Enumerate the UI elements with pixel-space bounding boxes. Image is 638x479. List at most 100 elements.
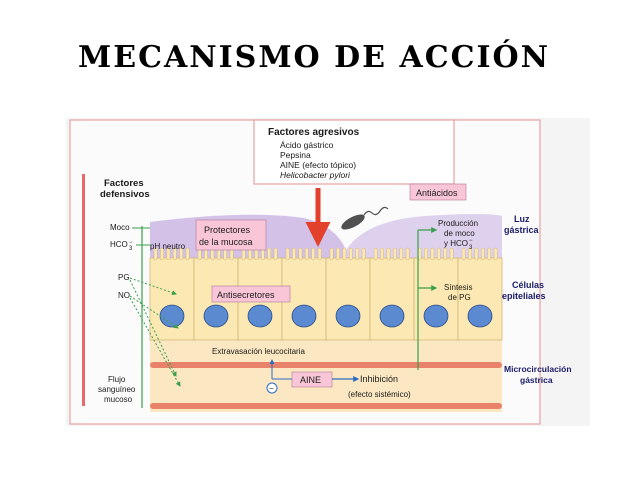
cell-nucleus — [467, 304, 493, 328]
blood-vessel — [150, 403, 502, 409]
microvillus — [443, 247, 448, 261]
cell-nucleus — [291, 304, 317, 328]
protectors-label: de la mucosa — [199, 237, 253, 247]
slide-title: MECANISMO DE ACCIÓN — [78, 40, 551, 75]
microvillus — [355, 247, 360, 261]
aggressive-title: Factores agresivos — [268, 127, 360, 138]
aine-label: AINE — [300, 375, 321, 385]
microvillus — [329, 247, 334, 261]
aggressive-item: AINE (efecto tópico) — [280, 160, 356, 170]
systemic-label: (efecto sistémico) — [348, 390, 411, 399]
microvillus — [430, 247, 435, 261]
cells-label: Células — [512, 280, 544, 290]
minus-circle-icon — [266, 382, 278, 394]
microvillus — [474, 247, 479, 261]
microvillus — [392, 247, 397, 261]
microvillus — [311, 247, 316, 261]
microvillus — [468, 247, 472, 261]
helicobacter-icon — [341, 206, 389, 230]
hco3-sup: − — [129, 240, 133, 246]
antacids-box — [409, 183, 467, 201]
aggressive-item: Ácido gástrico — [280, 140, 334, 150]
blood-vessel — [150, 362, 502, 368]
microvillus — [292, 247, 296, 261]
lumen-label: gástrica — [504, 225, 540, 235]
cell-nucleus — [203, 304, 229, 328]
aggressive-factors-box — [253, 119, 455, 185]
mucus-production-label: de moco — [444, 229, 475, 238]
no-label: NO — [118, 291, 130, 300]
microvillus — [361, 247, 366, 261]
pg-dashed-arrow — [129, 277, 177, 296]
pg-synthesis-label: de PG — [448, 293, 471, 302]
pg-synthesis-label: Síntesis — [444, 283, 472, 292]
cell-nucleus — [379, 304, 405, 328]
microvillus — [342, 247, 347, 261]
protectors-label: Protectores — [204, 225, 251, 235]
microvillus — [185, 247, 190, 261]
microvillus — [317, 247, 322, 261]
leukocyte-label: Extravasación leucocitaria — [212, 347, 305, 356]
microvillus — [348, 247, 353, 261]
ph-neutral-label: pH neutro — [150, 242, 186, 251]
mucus-layer — [346, 214, 502, 258]
microvillus — [480, 247, 485, 261]
antisecretory-box — [211, 285, 291, 303]
microvillus — [424, 247, 428, 261]
no-dashed-arrow — [129, 295, 179, 329]
blood-flow-label: sanguíneo — [98, 385, 136, 394]
cell-nucleus — [335, 304, 361, 328]
epithelial-cell — [325, 257, 371, 341]
microvillus — [405, 247, 410, 261]
microcirculation-label: Microcirculación — [504, 364, 572, 374]
microvillus — [179, 247, 184, 261]
cell-nucleus — [159, 304, 185, 328]
microvillus — [436, 247, 441, 261]
microvillus — [153, 247, 158, 261]
epithelial-cell — [149, 257, 195, 341]
cell-nucleus — [423, 304, 449, 328]
mucus-production-label: Producción — [438, 219, 478, 228]
microvillus — [493, 247, 498, 261]
aggressive-item: Helicobacter pylori — [280, 170, 351, 180]
antacids-label: Antiácidos — [416, 188, 458, 198]
mucus-production-sup: − — [469, 238, 473, 244]
cells-label: epiteliales — [502, 291, 546, 301]
microvillus — [487, 247, 492, 261]
microvillus — [386, 247, 391, 261]
lumen-label: Luz — [514, 214, 530, 224]
epithelial-cell — [369, 257, 415, 341]
microvillus — [449, 247, 454, 261]
microvillus — [373, 247, 378, 261]
microvillus — [160, 247, 164, 261]
hco3-label: HCO — [110, 240, 128, 249]
microvillus — [336, 247, 340, 261]
defensive-title: defensivos — [100, 189, 150, 200]
hco3-sub: 3 — [129, 246, 133, 252]
aggressive-item: Pepsina — [280, 150, 311, 160]
blood-flow-label: mucoso — [104, 395, 133, 404]
microvillus — [298, 247, 303, 261]
microvillus — [267, 247, 272, 261]
blood-flow-label: Flujo — [108, 375, 126, 384]
defensive-title: Factores — [104, 178, 144, 189]
pg-dashed-arrow — [129, 279, 177, 377]
mechanism-diagram: Factores agresivos Ácido gástrico Pepsin… — [66, 118, 590, 426]
mucus-production-label: y HCO — [444, 239, 468, 248]
microvillus — [172, 247, 177, 261]
inhibition-label: Inhibición — [360, 374, 398, 384]
mucus-production-sub: 3 — [469, 245, 473, 251]
protectors-box — [195, 219, 267, 251]
minus-sign: − — [269, 384, 274, 393]
defensive-factor-bar — [82, 174, 85, 406]
microcirculation-label: gástrica — [520, 375, 553, 385]
cell-nucleus — [247, 304, 273, 328]
microvillus — [273, 247, 278, 261]
moco-label: Moco — [110, 223, 130, 232]
microvillus — [285, 247, 290, 261]
microvillus — [380, 247, 384, 261]
microvillus — [304, 247, 309, 261]
antisecretory-label: Antisecretores — [217, 290, 275, 300]
no-dashed-arrow — [129, 297, 181, 387]
microvillus — [399, 247, 404, 261]
